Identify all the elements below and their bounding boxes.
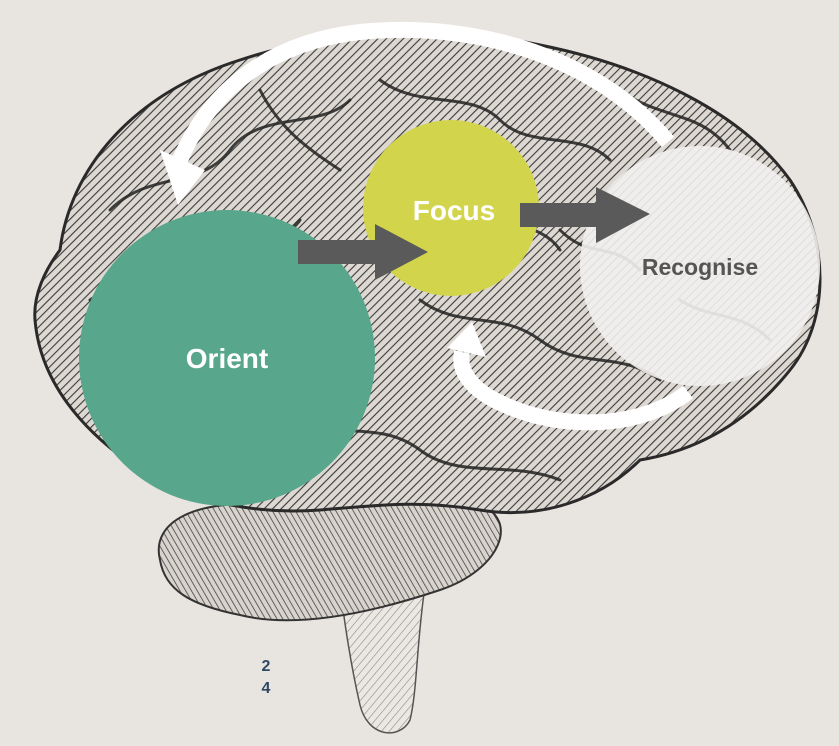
page-number: 2 4 — [251, 658, 281, 698]
page-number-line1: 2 — [251, 658, 281, 676]
recognise-label: Recognise — [642, 254, 758, 280]
page-number-line2: 4 — [251, 680, 281, 698]
focus-label: Focus — [413, 195, 495, 226]
orient-label: Orient — [186, 343, 268, 374]
cerebellum — [159, 498, 501, 620]
